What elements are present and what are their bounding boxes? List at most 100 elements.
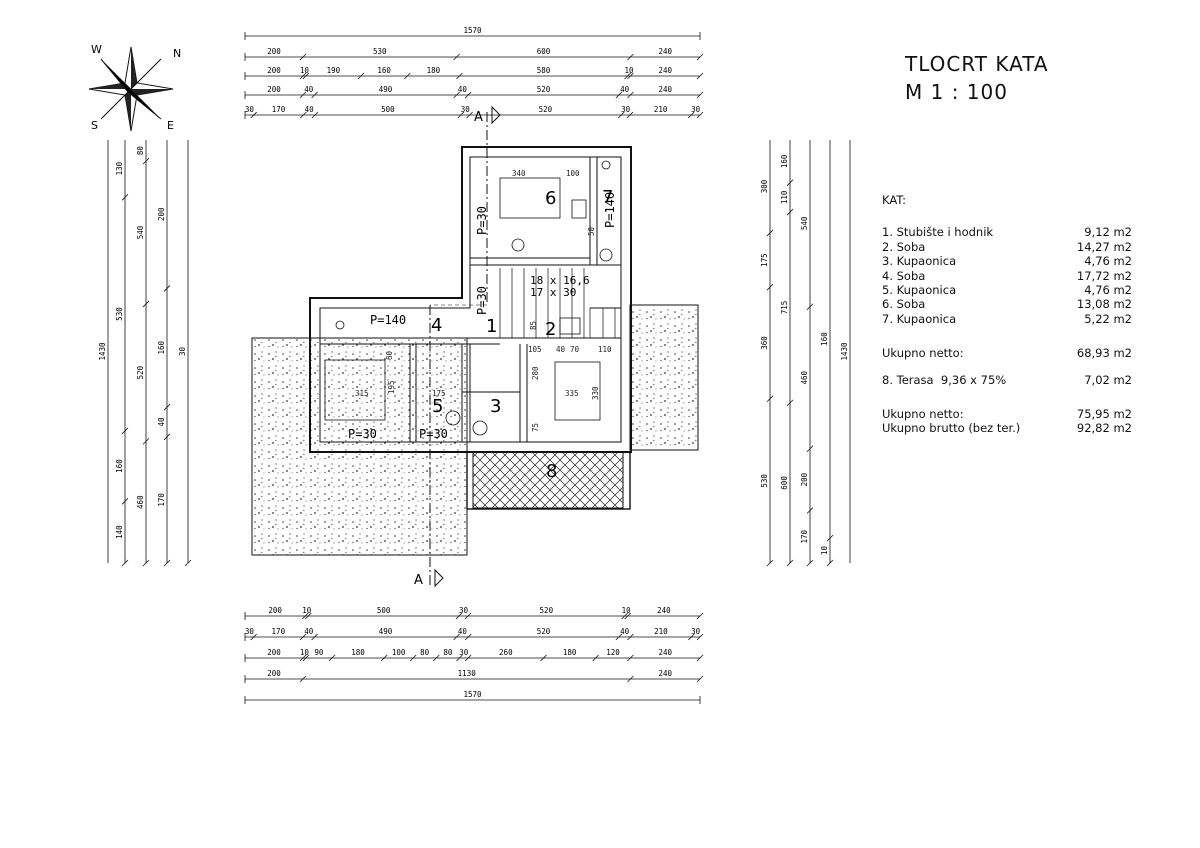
room-dim: 335: [565, 389, 579, 398]
bottom-dim: 200: [267, 648, 281, 657]
bottom-dim: 180: [351, 648, 365, 657]
room-number-6: 6: [545, 188, 556, 209]
bottom-dim: 40: [458, 627, 468, 636]
right-dim: 175: [760, 253, 769, 267]
room-dim: 105: [528, 345, 542, 354]
room-dim: 330: [591, 386, 600, 400]
bottom-dim: 10: [622, 606, 632, 615]
right-dim: 160: [820, 332, 829, 346]
room-area: 5,22 m2: [1084, 311, 1132, 326]
bottom-dim: 240: [657, 606, 671, 615]
right-dim: 300: [760, 179, 769, 193]
room-label: 3. Kupaonica: [882, 254, 957, 269]
room-area: 4,76 m2: [1084, 283, 1132, 298]
room-label: 7. Kupaonica: [882, 311, 957, 326]
top-dim: 240: [658, 85, 672, 94]
terrace-8-hatched: [472, 451, 624, 509]
left-dim: 140: [115, 525, 124, 539]
top-dim: 170: [272, 105, 286, 114]
bottom-dim: 170: [272, 627, 286, 636]
net-value: 75,95 m2: [1076, 407, 1132, 422]
top-dim: 200: [267, 66, 281, 75]
stair-spec-line1: 18 x 16,6: [530, 274, 590, 287]
left-dim: 160: [115, 459, 124, 473]
left-dim: 540: [136, 225, 145, 239]
room-area: 13,08 m2: [1076, 297, 1132, 312]
top-dim: 500: [381, 105, 395, 114]
room-area: 14,27 m2: [1076, 239, 1132, 254]
section-marker-bottom: A: [414, 573, 423, 588]
opening-label: P=140: [603, 192, 617, 228]
right-dim: 715: [780, 301, 789, 315]
room-number-2: 2: [545, 319, 556, 340]
bottom-dim: 240: [658, 648, 672, 657]
room-dim: 75: [531, 423, 540, 432]
room-area: 17,72 m2: [1076, 268, 1132, 283]
net-total-row: Ukupno netto:68,93 m2: [882, 346, 1132, 360]
left-dim: 170: [157, 493, 166, 507]
top-dim: 520: [539, 105, 553, 114]
bottom-dim: 30: [691, 627, 701, 636]
room-dim: 70: [570, 345, 580, 354]
room-dim: 50: [587, 226, 596, 236]
top-dim: 40: [305, 105, 315, 114]
room-dim: 85: [529, 321, 538, 330]
bottom-dim: 520: [540, 606, 554, 615]
top-dim: 520: [537, 85, 551, 94]
stair-spec-line2: 17 x 30: [530, 286, 576, 299]
right-dim: 200: [800, 472, 809, 486]
left-dim: 200: [157, 207, 166, 221]
right-dim: 160: [780, 154, 789, 168]
bottom-dim: 30: [459, 606, 469, 615]
bottom-dim: 80: [420, 648, 430, 657]
left-dim: 80: [136, 146, 145, 156]
terrace-row: 8. Terasa 9,36 x 75% 7,02 m2: [882, 373, 1132, 387]
top-dim: 190: [327, 66, 341, 75]
compass-south-label: S: [91, 119, 98, 132]
top-dim: 40: [458, 85, 468, 94]
left-dim: 460: [136, 495, 145, 509]
room-number-8: 8: [546, 461, 557, 482]
left-dim: 160: [157, 341, 166, 355]
room-area: 9,12 m2: [1084, 225, 1132, 240]
legend-heading: KAT:: [882, 193, 906, 207]
top-dim: 210: [654, 105, 668, 114]
opening-label: P=140: [370, 313, 406, 327]
room-number-3: 3: [490, 396, 501, 417]
room-dim: 340: [512, 169, 526, 178]
top-dim: 40: [620, 85, 630, 94]
room-label: 2. Soba: [882, 239, 926, 254]
bottom-dim: 80: [443, 648, 453, 657]
room-dim: 195: [387, 380, 396, 394]
top-dim: 600: [537, 47, 551, 56]
room-dim: 60: [385, 350, 394, 360]
right-dim: 110: [780, 190, 789, 204]
opening-label: P=30: [419, 427, 448, 441]
bottom-dim: 260: [499, 648, 513, 657]
room-number-4: 4: [431, 315, 442, 336]
right-dim: 600: [780, 476, 789, 490]
bottom-dim: 30: [245, 627, 255, 636]
left-dim: 520: [136, 365, 145, 379]
compass-east-label: E: [167, 119, 174, 132]
gross-value: 92,82 m2: [1076, 421, 1132, 436]
terrace-value: 7,02 m2: [1084, 372, 1132, 387]
bottom-dim: 200: [268, 606, 282, 615]
left-dim: 530: [115, 307, 124, 321]
bottom-dim: 40: [304, 627, 314, 636]
room-area: 4,76 m2: [1084, 254, 1132, 269]
bottom-dim: 120: [606, 648, 620, 657]
top-dim: 240: [658, 47, 672, 56]
top-dim: 40: [304, 85, 314, 94]
section-marker-top: A: [474, 110, 483, 125]
room-dim: 40: [556, 345, 566, 354]
room-dim: 280: [531, 366, 540, 380]
top-dim: 490: [379, 85, 393, 94]
top-dim: 200: [267, 47, 281, 56]
top-dim: 580: [537, 66, 551, 75]
